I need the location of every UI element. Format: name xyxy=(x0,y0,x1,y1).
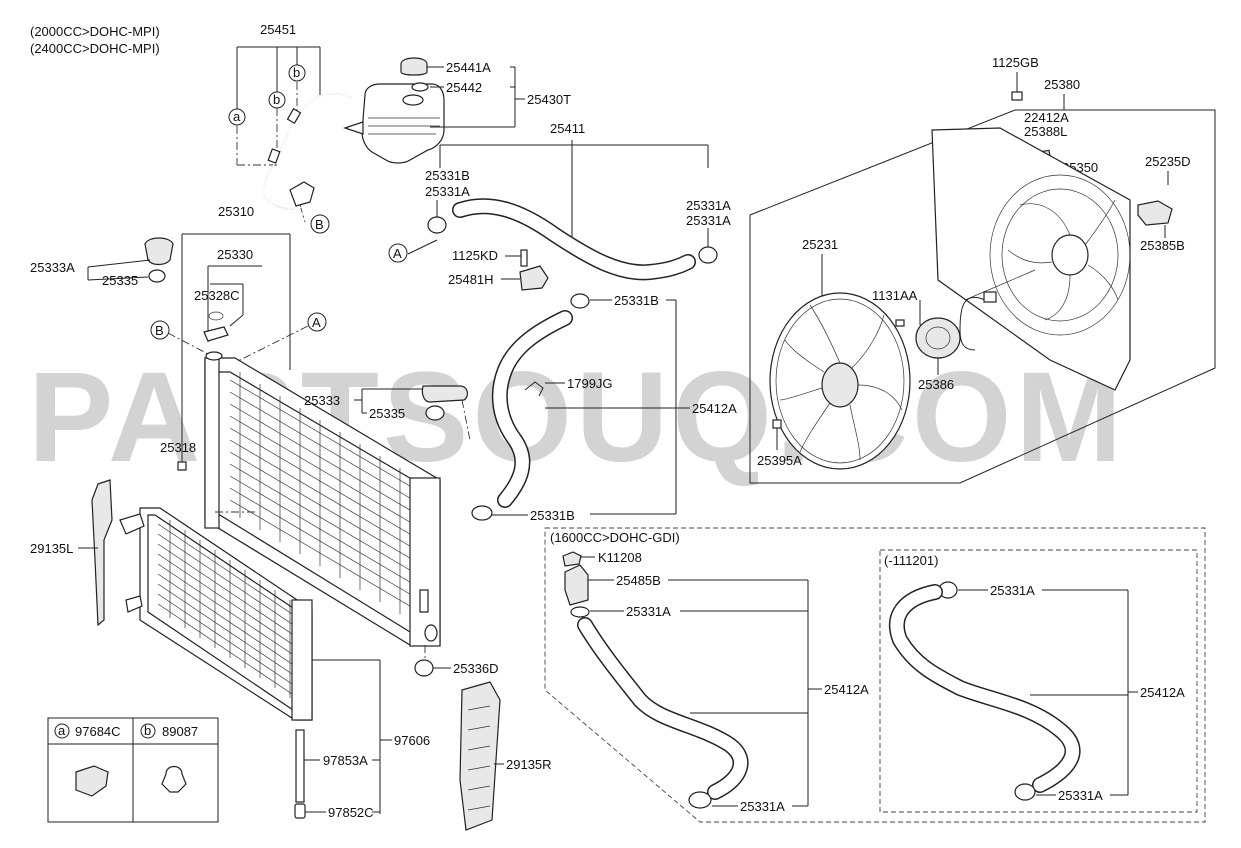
label-25310: 25310 xyxy=(218,204,254,219)
clip-legend-table: a 97684C b 89087 xyxy=(47,717,219,823)
clip-b-icon xyxy=(161,765,187,793)
label-1799JG: 1799JG xyxy=(567,376,613,391)
label-25331A-gdi-bottom: 25331A xyxy=(740,799,785,814)
label-25331B-low: 25331B xyxy=(530,508,575,523)
condenser-group: 97606 97853A 97852C xyxy=(119,507,430,820)
label-97853A: 97853A xyxy=(323,753,368,768)
label-25385B: 25385B xyxy=(1140,238,1185,253)
label-25331A-gdi-top: 25331A xyxy=(626,604,671,619)
label-25328C: 25328C xyxy=(194,288,240,303)
date-range-note: (-111201) xyxy=(884,553,938,568)
label-1131AA: 1131AA xyxy=(872,288,918,303)
label-25411: 25411 xyxy=(550,121,585,136)
callout-b-1: b xyxy=(273,92,280,107)
label-25331A-upper-right-2: 25331A xyxy=(686,213,731,228)
upper-hose-group: 25411 A 25331B 25331A 25331A 25331A 1125… xyxy=(388,121,731,291)
label-29135L: 29135L xyxy=(30,541,73,556)
label-25442: 25442 xyxy=(446,80,482,95)
label-25335-mid: 25335 xyxy=(369,406,405,421)
label-1125GB: 1125GB xyxy=(992,55,1039,70)
label-25388L: 25388L xyxy=(1024,124,1067,139)
gdi-section-group: (1600CC>DOHC-GDI) K11208 25485B 25331A 2… xyxy=(544,527,1206,823)
label-25430T: 25430T xyxy=(527,92,571,107)
callout-A-1: A xyxy=(393,246,402,261)
label-25386: 25386 xyxy=(918,377,954,392)
label-25235D: 25235D xyxy=(1145,154,1191,169)
legend-callout-b: b xyxy=(144,723,151,738)
callout-A-2: A xyxy=(312,315,321,330)
label-25380: 25380 xyxy=(1044,77,1080,92)
label-25451: 25451 xyxy=(260,22,296,37)
label-25412A-gdi: 25412A xyxy=(824,682,869,697)
legend-code-a: 97684C xyxy=(75,724,121,739)
label-25331A-sub-top: 25331A xyxy=(990,583,1035,598)
clip-a-icon xyxy=(75,765,109,797)
label-25330: 25330 xyxy=(217,247,253,262)
label-25485B: 25485B xyxy=(616,573,661,588)
label-22412A: 22412A xyxy=(1024,110,1069,125)
watermark: PARTSOUQ.COM xyxy=(28,346,1126,489)
legend-code-b: 89087 xyxy=(162,724,198,739)
label-25412A-main: 25412A xyxy=(692,401,737,416)
label-25331A-sub-bottom: 25331A xyxy=(1058,788,1103,803)
reservoir-hose-group: a b b B 25451 25441A 25442 25430T xyxy=(228,22,571,234)
label-25333: 25333 xyxy=(304,393,340,408)
engine-note-1600cc: (1600CC>DOHC-GDI) xyxy=(550,530,680,545)
label-25335-top: 25335 xyxy=(102,273,138,288)
label-25318: 25318 xyxy=(160,440,196,455)
engine-note-2000cc: (2000CC>DOHC-MPI) xyxy=(30,24,160,39)
label-25331A-upper-right-1: 25331A xyxy=(686,198,731,213)
label-25331B-upper-left: 25331B xyxy=(425,168,470,183)
label-25336D: 25336D xyxy=(453,661,499,676)
callout-B-1: B xyxy=(315,217,324,232)
air-guard-group: 29135L 29135R xyxy=(30,479,552,831)
label-29135R: 29135R xyxy=(506,757,552,772)
label-25231: 25231 xyxy=(802,237,838,252)
label-K11208: K11208 xyxy=(598,550,642,565)
label-1125KD: 1125KD xyxy=(452,248,498,263)
callout-B-2: B xyxy=(155,323,164,338)
engine-note-2400cc: (2400CC>DOHC-MPI) xyxy=(30,41,160,56)
lower-hose-group: 25331B 25412A 1799JG 25331B xyxy=(471,293,737,523)
label-25333A: 25333A xyxy=(30,260,75,275)
label-97852C: 97852C xyxy=(328,805,374,820)
fan-assembly-group: 1125GB 25380 22412A 25388L 25350 25235D … xyxy=(749,55,1216,484)
label-25331A-upper-left: 25331A xyxy=(425,184,470,199)
label-25481H: 25481H xyxy=(448,272,494,287)
radiator-group: 25310 25330 25328C 25333A 25335 B A xyxy=(30,204,499,677)
label-25331B-mid: 25331B xyxy=(614,293,659,308)
label-25412A-sub: 25412A xyxy=(1140,685,1185,700)
label-97606: 97606 xyxy=(394,733,430,748)
label-25395A: 25395A xyxy=(757,453,802,468)
label-25441A: 25441A xyxy=(446,60,491,75)
callout-b-2: b xyxy=(293,65,300,80)
legend-callout-a: a xyxy=(58,723,66,738)
callout-a: a xyxy=(233,109,241,124)
